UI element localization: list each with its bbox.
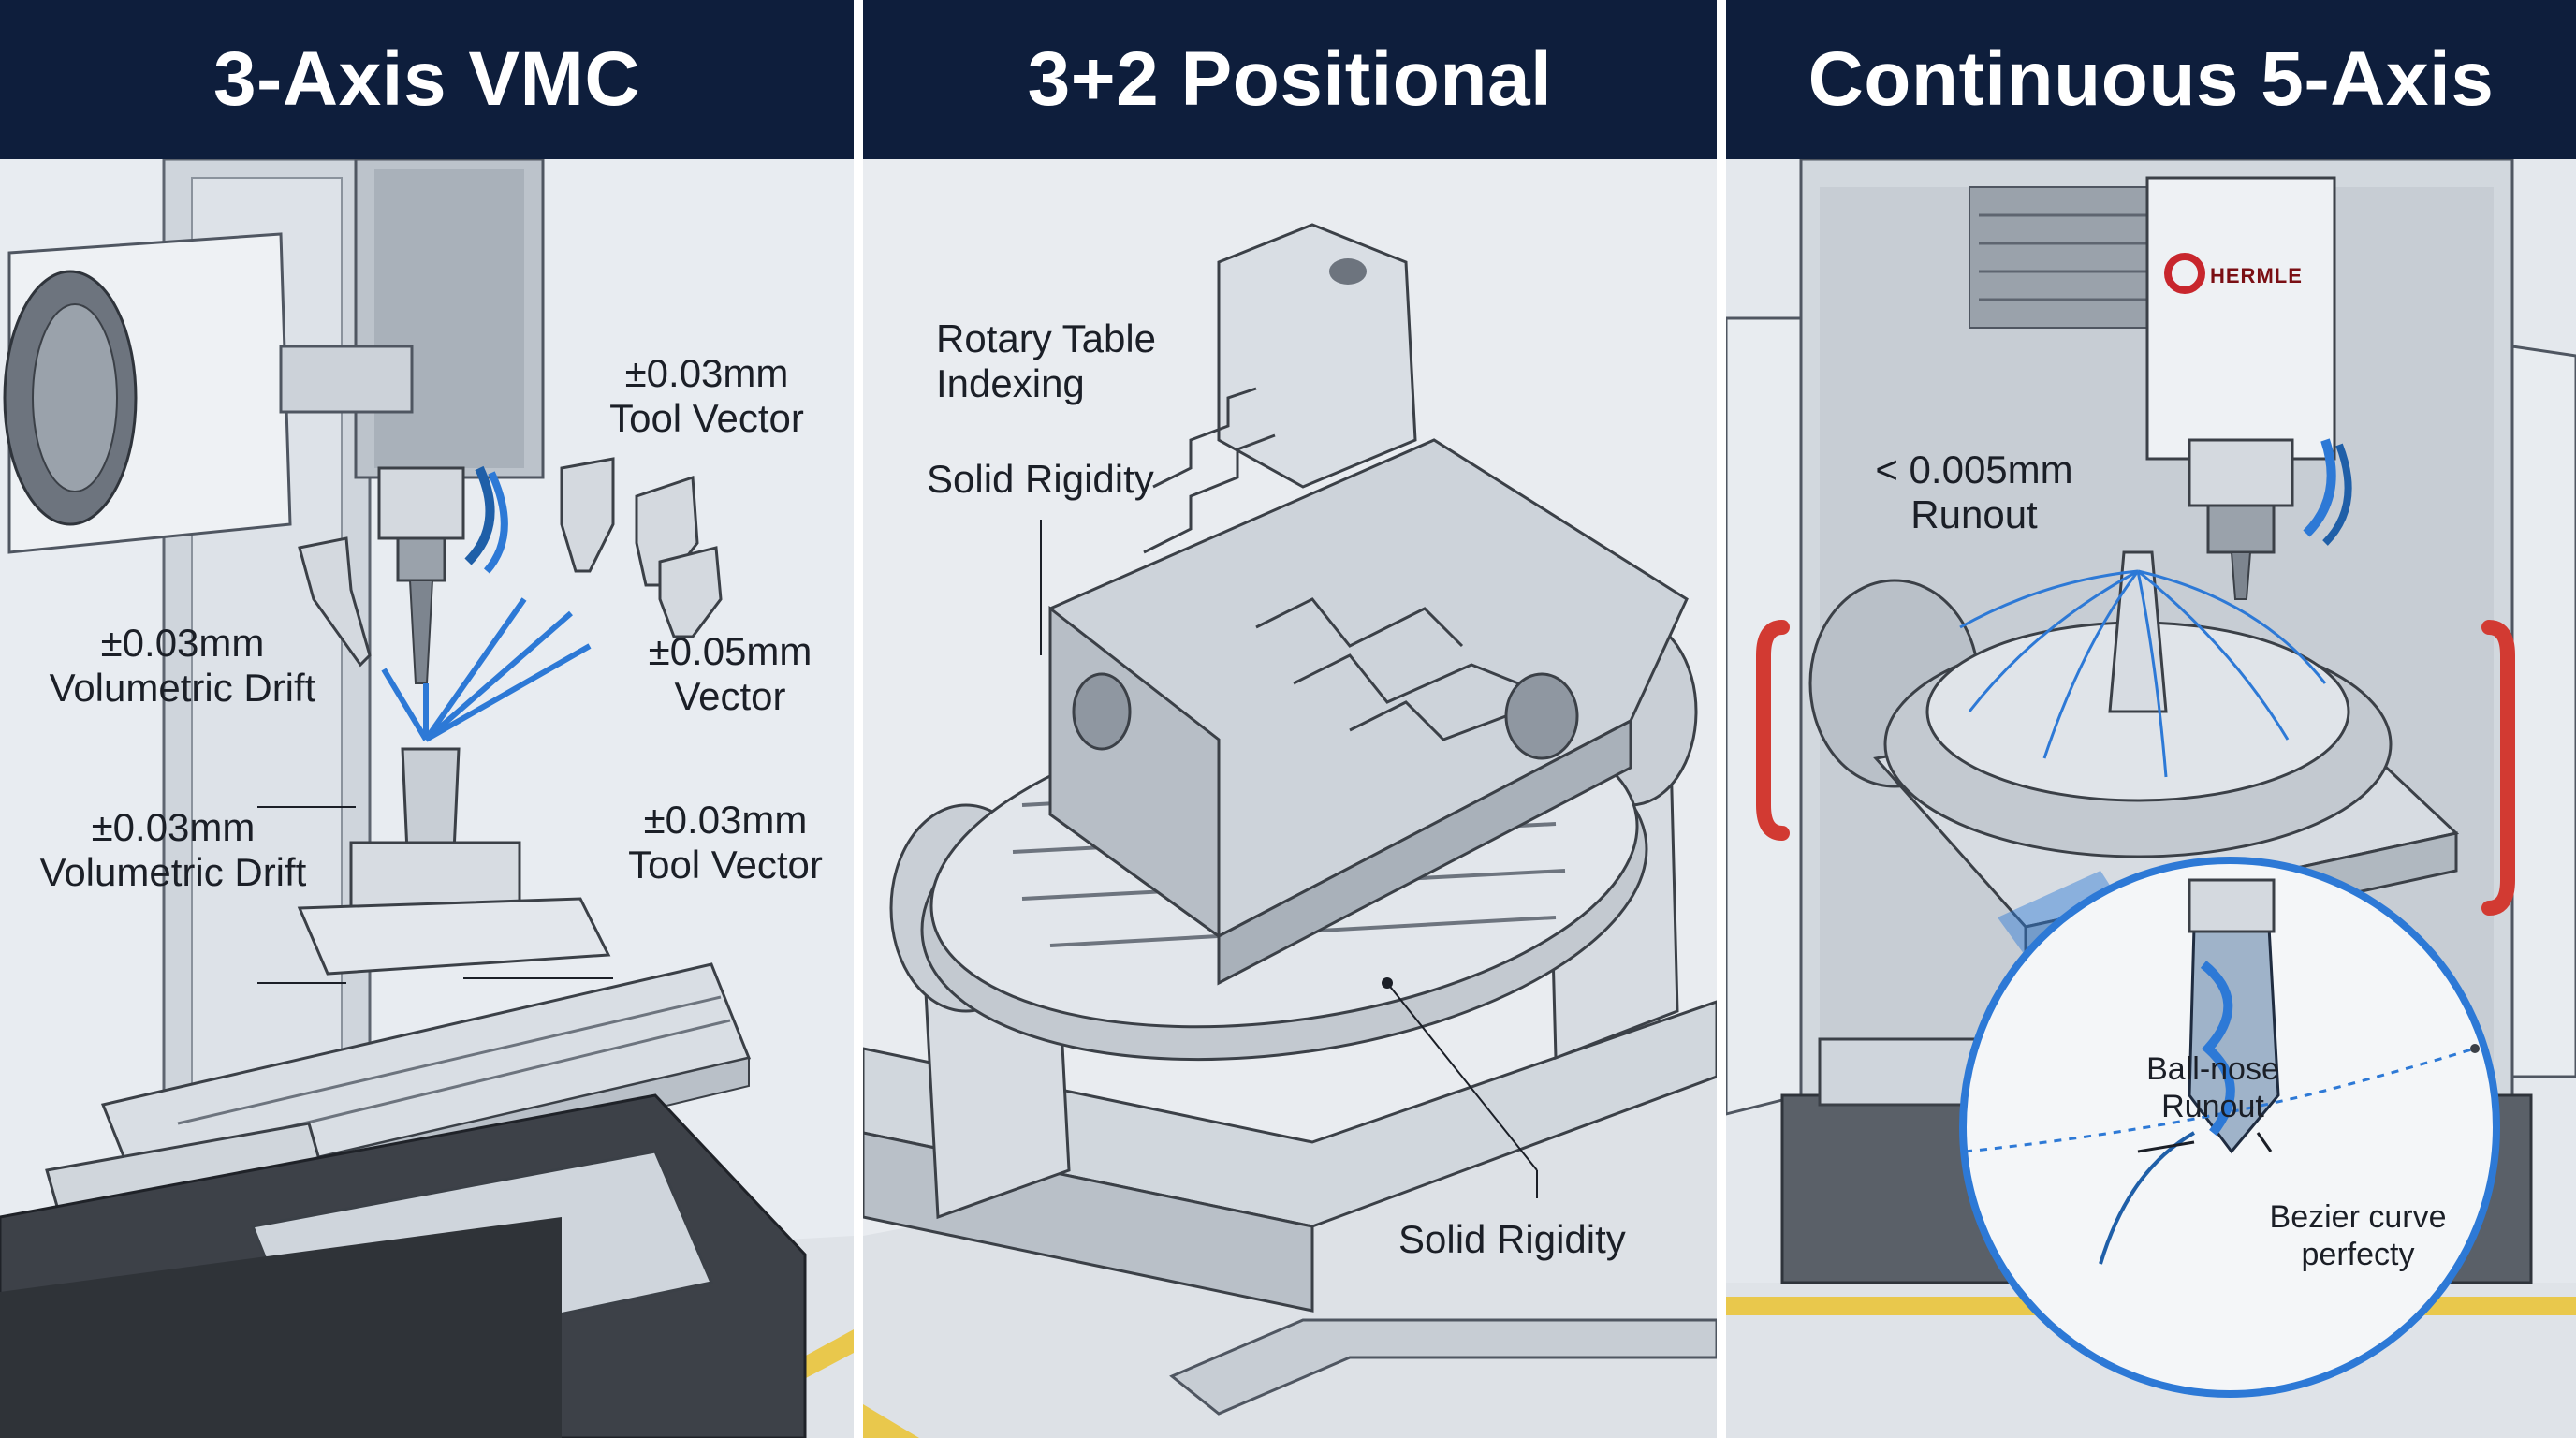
tolerance-caption: Vector: [674, 674, 786, 718]
panel-title: Continuous 5-Axis: [1726, 0, 2576, 159]
vmc-machine-illustration: [0, 159, 854, 1438]
tolerance-value: ±0.05mm: [648, 629, 812, 673]
volumetric-drift-top-label: ±0.03mm Volumetric Drift: [28, 621, 337, 711]
volumetric-drift-bottom-label: ±0.03mm Volumetric Drift: [19, 805, 328, 895]
panel-continuous-5-axis: Continuous 5-Axis: [1726, 0, 2576, 1438]
tool-vector-top-label: ±0.03mm Tool Vector: [576, 351, 838, 441]
ballnose-runout-label: Ball-nose Runout: [2119, 1050, 2306, 1125]
tolerance-value: ±0.03mm: [624, 351, 789, 395]
solid-rigidity-top-label: Solid Rigidity: [927, 457, 1154, 501]
five-axis-machine-illustration: [1726, 159, 2576, 1438]
hermle-brand-logo: HERMLE: [2210, 264, 2303, 287]
tolerance-value: ±0.03mm: [100, 621, 265, 665]
label-line-1: Rotary Table: [936, 316, 1157, 360]
runout-label: < 0.005mm Runout: [1848, 448, 2100, 537]
tolerance-caption: Volumetric Drift: [49, 666, 316, 710]
panel-title: 3-Axis VMC: [0, 0, 854, 159]
solid-rigidity-bottom-label: Solid Rigidity: [1398, 1217, 1626, 1261]
tool-vector-bottom-label: ±0.03mm Tool Vector: [613, 798, 838, 888]
panel-3-axis-vmc: 3-Axis VMC: [0, 0, 854, 1438]
panel-title: 3+2 Positional: [863, 0, 1717, 159]
label-line-1: Ball-nose: [2146, 1051, 2279, 1087]
runout-caption: Runout: [1910, 492, 2038, 536]
rotary-table-indexing-label: Rotary Table Indexing: [936, 316, 1254, 406]
label-line-1: Bezier curve: [2269, 1199, 2447, 1235]
label-line-2: Runout: [2161, 1089, 2264, 1124]
bezier-curve-label: Bezier curve perfecty: [2250, 1198, 2466, 1273]
tolerance-caption: Tool Vector: [628, 843, 823, 887]
trunnion-table-illustration: [863, 159, 1717, 1438]
vector-right-label: ±0.05mm Vector: [637, 629, 824, 719]
tolerance-caption: Tool Vector: [609, 396, 804, 440]
label-line-2: Indexing: [936, 361, 1085, 405]
panel-3-plus-2-positional: 3+2 Positional: [863, 0, 1717, 1438]
label-line-2: perfecty: [2301, 1237, 2415, 1272]
tolerance-value: ±0.03mm: [91, 805, 256, 849]
tolerance-value: ±0.03mm: [643, 798, 808, 842]
tolerance-caption: Volumetric Drift: [39, 850, 307, 894]
runout-value: < 0.005mm: [1875, 448, 2073, 492]
